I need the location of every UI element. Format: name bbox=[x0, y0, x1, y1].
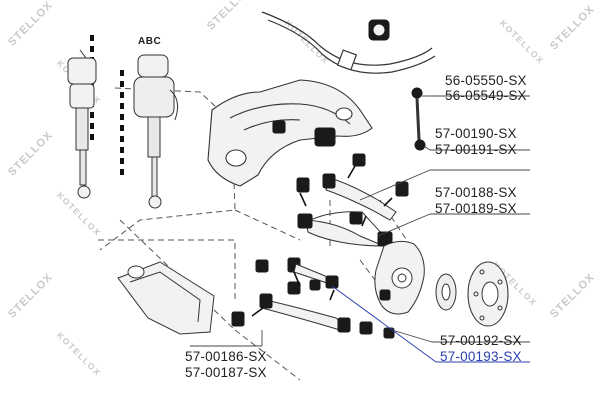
part-number-57-00191: 57-00191-SX bbox=[435, 142, 517, 157]
wheel-knuckle bbox=[374, 240, 425, 315]
leader-lines bbox=[190, 95, 530, 347]
lower-bracket bbox=[117, 261, 215, 335]
part-number-57-00189: 57-00189-SX bbox=[435, 201, 517, 216]
part-number-57-00193: 57-00193-SX bbox=[440, 349, 522, 364]
wheel-hub bbox=[467, 261, 509, 327]
part-number-57-00188: 57-00188-SX bbox=[435, 185, 517, 200]
knuckle-bushings bbox=[379, 183, 409, 339]
leader-line-highlight bbox=[331, 285, 530, 363]
lower-long-arm bbox=[231, 293, 373, 335]
stabilizer-link bbox=[411, 87, 426, 151]
wheel-bearing bbox=[435, 273, 457, 311]
subframe bbox=[207, 79, 373, 187]
wishbone-arm bbox=[297, 211, 393, 247]
air-strut-right bbox=[133, 54, 179, 209]
subframe-bushing bbox=[314, 127, 366, 167]
air-strut-left bbox=[67, 49, 97, 199]
abc-marker-lines bbox=[90, 35, 124, 180]
part-number-57-00192: 57-00192-SX bbox=[440, 333, 522, 348]
part-number-57-00186: 57-00186-SX bbox=[185, 349, 267, 364]
part-number-56-05549: 56-05549-SX bbox=[445, 88, 527, 103]
abc-label: ABC bbox=[138, 36, 162, 47]
track-rod bbox=[255, 257, 339, 295]
arrows bbox=[251, 165, 393, 317]
part-number-57-00190: 57-00190-SX bbox=[435, 126, 517, 141]
part-number-56-05550: 56-05550-SX bbox=[445, 73, 527, 88]
part-number-57-00187: 57-00187-SX bbox=[185, 365, 267, 380]
stabilizer-bar bbox=[261, 11, 436, 74]
stabilizer-bushing bbox=[368, 19, 390, 41]
